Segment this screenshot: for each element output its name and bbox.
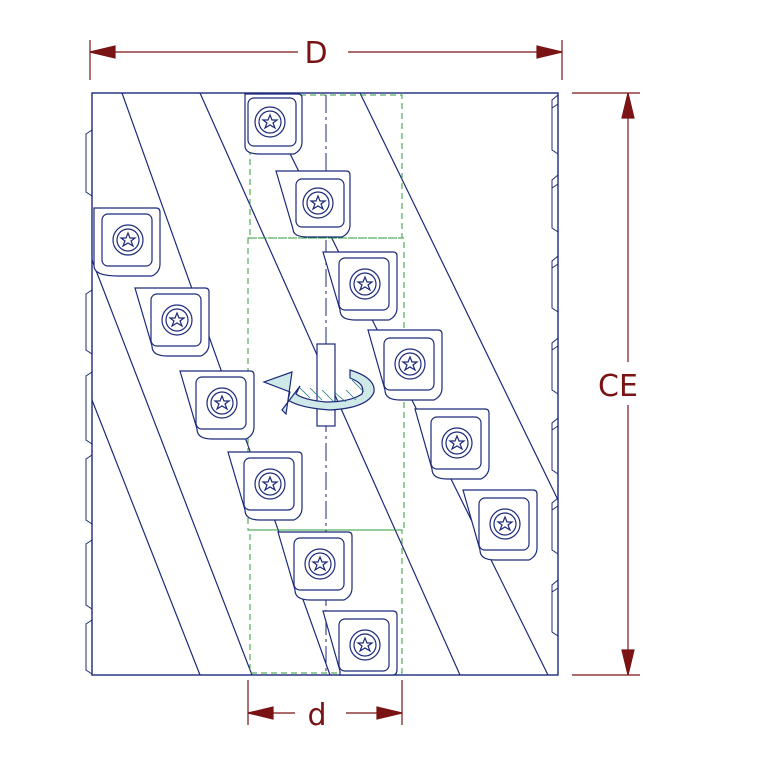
right-edge-slots xyxy=(551,93,559,637)
insert xyxy=(244,93,303,155)
helix-line-4 xyxy=(91,399,201,676)
right-insert xyxy=(551,578,559,637)
insert xyxy=(367,329,443,401)
helix-line-3 xyxy=(91,259,253,676)
dimension-label-d: d xyxy=(307,698,326,733)
insert xyxy=(414,408,490,480)
dimension-d xyxy=(247,680,403,725)
left-slot xyxy=(85,289,93,355)
insert xyxy=(322,251,398,321)
arrowhead-bore-left xyxy=(247,706,274,720)
right-insert xyxy=(551,416,559,475)
left-slot xyxy=(85,454,93,525)
arrowhead-bottom xyxy=(621,649,635,676)
right-insert xyxy=(551,496,559,555)
insert xyxy=(462,489,538,561)
arrowhead-right xyxy=(536,45,563,59)
arrowhead-left xyxy=(89,45,116,59)
insert xyxy=(179,370,255,440)
dimension-label-D: D xyxy=(304,36,327,71)
inserts xyxy=(93,93,538,676)
right-insert xyxy=(551,93,559,155)
left-slot xyxy=(85,129,93,197)
arrowhead-top xyxy=(621,92,635,119)
right-insert xyxy=(551,254,559,313)
helix-line-6 xyxy=(359,92,559,501)
left-edge-slots xyxy=(85,129,93,675)
right-insert xyxy=(551,173,559,233)
right-insert xyxy=(551,336,559,395)
rotation-arrow-hatch xyxy=(299,379,365,403)
insert xyxy=(322,610,398,676)
insert xyxy=(227,451,303,521)
left-slot xyxy=(85,539,93,610)
dimension-label-CE: CE xyxy=(598,369,638,404)
left-slot xyxy=(85,619,93,675)
dimension-D xyxy=(89,40,563,80)
insert xyxy=(93,207,161,277)
dimension-CE xyxy=(572,92,640,676)
insert xyxy=(134,287,210,357)
spindle-pin xyxy=(316,343,336,427)
left-slot xyxy=(85,371,93,445)
insert xyxy=(275,170,351,238)
insert xyxy=(277,531,353,601)
arrowhead-bore-right xyxy=(376,706,403,720)
rotation-arrow xyxy=(262,369,375,416)
rotation-arrow-icon xyxy=(262,343,375,427)
